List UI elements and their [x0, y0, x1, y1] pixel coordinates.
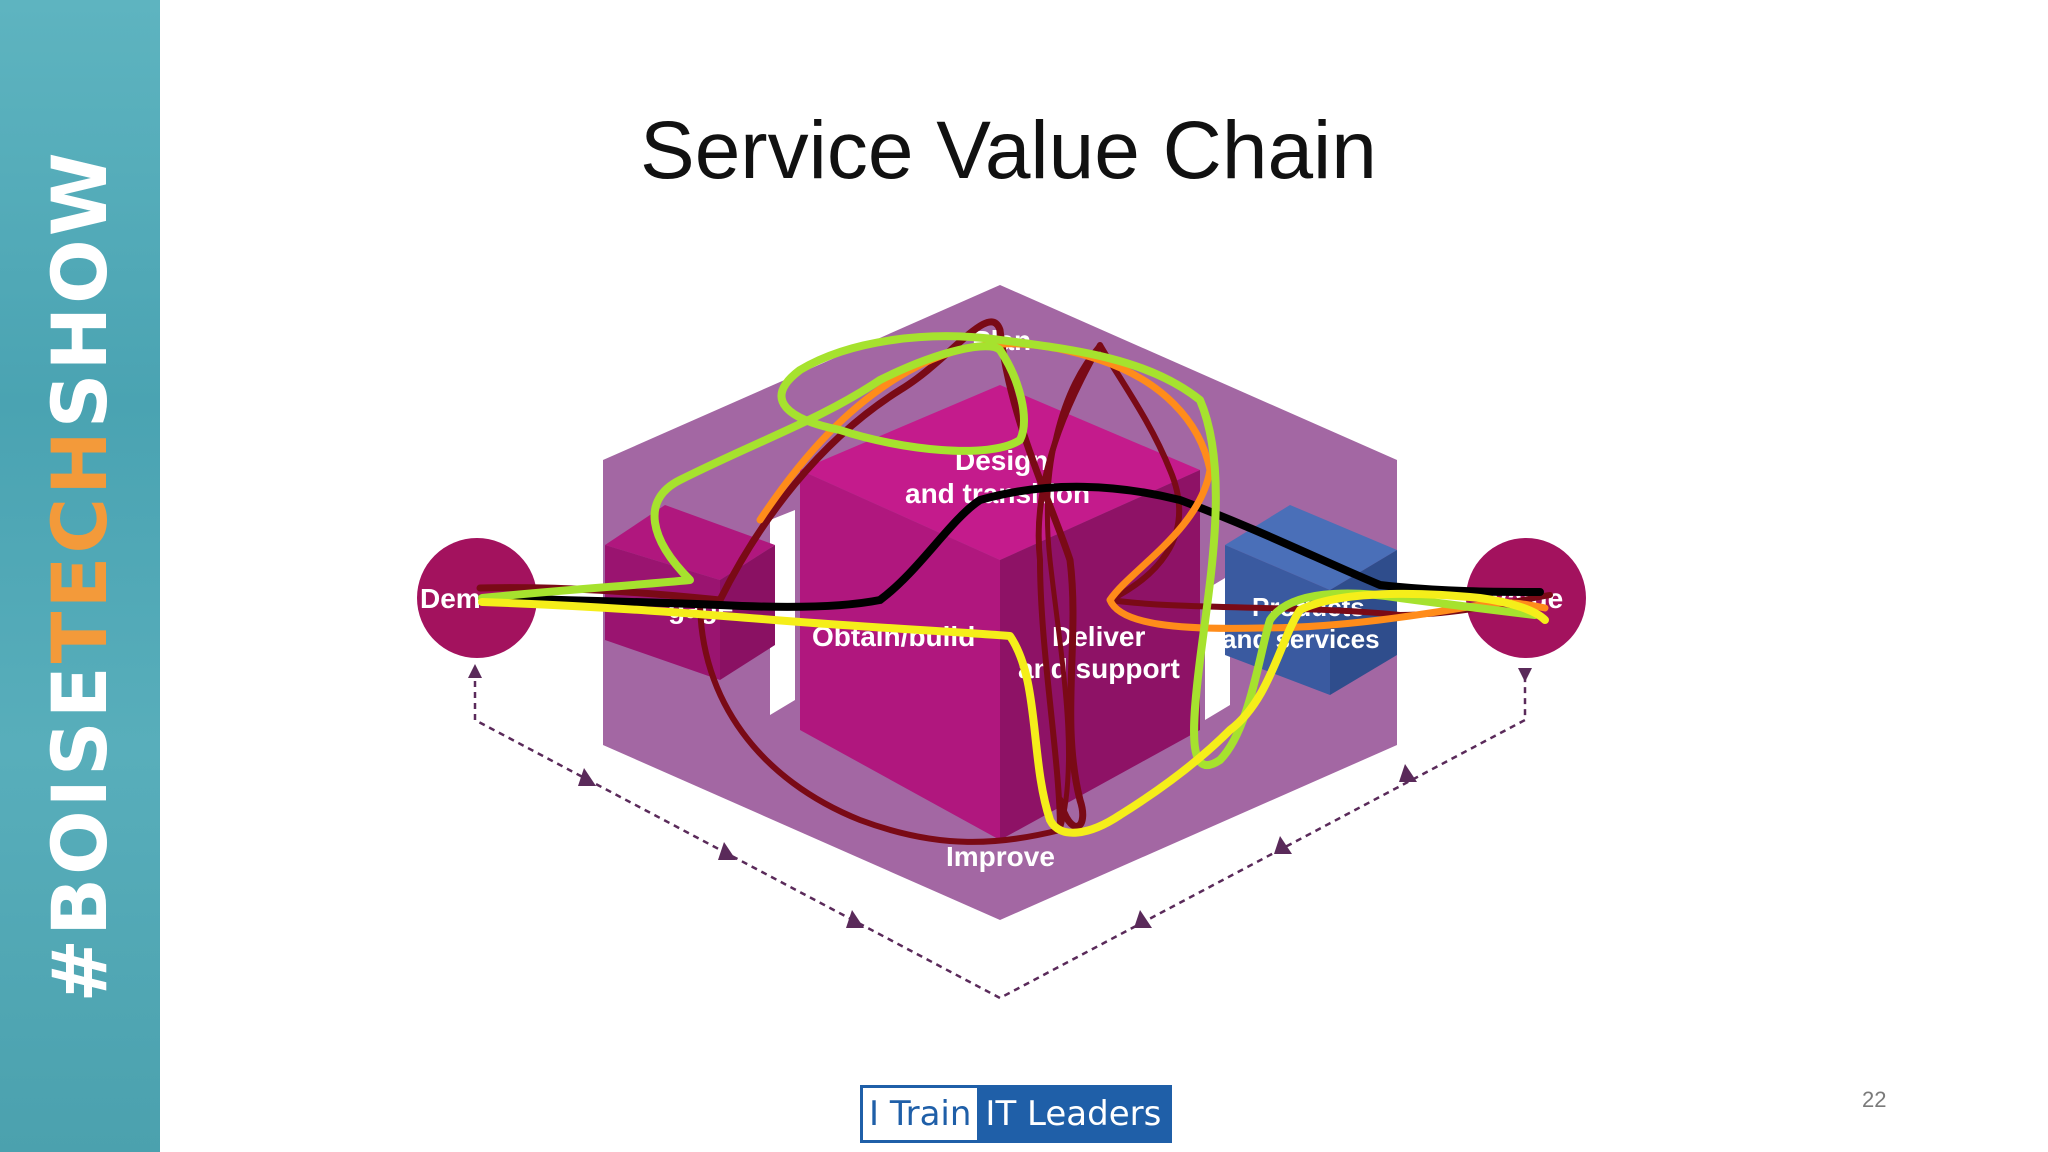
- hexagon-gap-left: [770, 510, 795, 715]
- ink-dark-red-path-1: [476, 318, 1087, 830]
- ink-dark-red-path-3: [1044, 342, 1103, 833]
- center-cube-top: [800, 385, 1200, 560]
- slide-title: Service Value Chain: [640, 105, 1377, 196]
- ink-yellow-path: [478, 589, 1549, 837]
- sidebar-banner: #BOISETECHSHOW: [0, 0, 160, 1152]
- arrowhead-right-3: [1399, 764, 1417, 782]
- label-deliver-line2: and support: [1018, 653, 1180, 684]
- arrowhead-right-2: [1274, 836, 1292, 854]
- hexagon-gap-right: [1205, 575, 1230, 720]
- logo-part-2: IT Leaders: [977, 1088, 1170, 1140]
- products-cube-left: [1225, 545, 1330, 695]
- label-deliver-line1: Deliver: [1052, 621, 1145, 652]
- ink-black-path: [478, 482, 1544, 611]
- page-number: 22: [1862, 1087, 1887, 1112]
- arrowhead-left-3: [846, 910, 864, 928]
- ink-green-path: [478, 332, 1539, 770]
- arrowhead-demand: [468, 664, 482, 678]
- arrowhead-value: [1518, 668, 1532, 682]
- center-cube-left: [800, 470, 1000, 840]
- engage-cube-top: [605, 505, 775, 580]
- annotation-strokes: [476, 318, 1553, 845]
- ink-dark-red-path-2: [697, 342, 1553, 845]
- arrowhead-left-1: [578, 768, 596, 786]
- arrowhead-right-1: [1134, 910, 1152, 928]
- logo-part-1: I Train: [863, 1088, 978, 1140]
- improvement-flow-line: [473, 670, 1527, 1000]
- arrowhead-left-2: [718, 842, 736, 860]
- demand-endpoint: [417, 538, 537, 658]
- label-improve: Improve: [946, 841, 1055, 872]
- label-demand: Dem: [420, 583, 481, 614]
- products-cube-top: [1225, 505, 1397, 590]
